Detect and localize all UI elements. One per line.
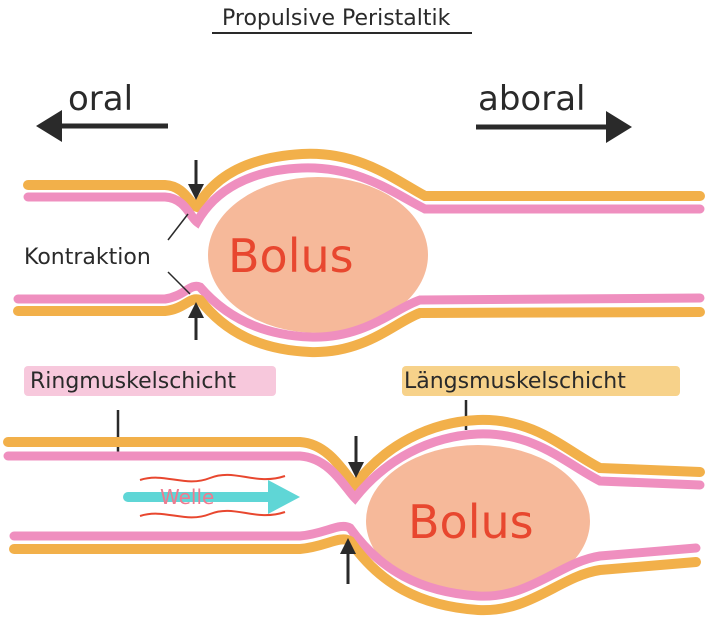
top-lower-longitudinal-layer — [13, 294, 705, 358]
bottom-lower-longitudinal-layer — [9, 534, 701, 616]
longitudinal-label-highlight — [402, 366, 680, 396]
bottom-segment: Ringmuskelschicht Längsmuskelschicht Bol… — [3, 366, 705, 616]
bolus-bottom — [366, 445, 590, 597]
bolus-label-bottom: Bolus — [408, 495, 534, 549]
oral-arrow — [36, 110, 168, 142]
bolus-top — [208, 177, 428, 333]
bottom-lower-circular-layer — [9, 521, 701, 601]
bolus-label-top: Bolus — [228, 229, 354, 283]
oral-label: oral — [68, 79, 133, 119]
wave-line-2 — [139, 509, 286, 519]
bottom-upper-circular-layer — [3, 429, 705, 505]
contraction-leader-lower — [167, 271, 191, 295]
top-upper-longitudinal-layer — [23, 148, 705, 213]
top-lower-circular-layer — [13, 281, 705, 342]
circular-muscle-label: Ringmuskelschicht — [30, 369, 236, 394]
bottom-upper-longitudinal-layer — [3, 414, 705, 493]
diagram-title: Propulsive Peristaltik — [222, 6, 451, 31]
contraction-arrow-top — [188, 160, 204, 200]
aboral-label: aboral — [478, 79, 585, 119]
circular-label-highlight — [24, 366, 276, 396]
aboral-arrow — [476, 111, 632, 143]
wave-line-1 — [139, 473, 286, 483]
contraction-arrow-bottom-bottom — [340, 538, 356, 584]
contraction-label: Kontraktion — [24, 245, 151, 270]
contraction-arrow-bottom-top — [348, 436, 364, 478]
wave-arrow: Welle — [123, 473, 300, 519]
contraction-leader-upper — [167, 213, 189, 241]
contraction-arrow-bottom — [188, 302, 204, 340]
top-segment: Bolus Kontraktion — [13, 148, 705, 358]
top-upper-circular-layer — [23, 163, 705, 229]
wave-label: Welle — [160, 485, 214, 509]
longitudinal-muscle-label: Längsmuskelschicht — [404, 369, 626, 394]
